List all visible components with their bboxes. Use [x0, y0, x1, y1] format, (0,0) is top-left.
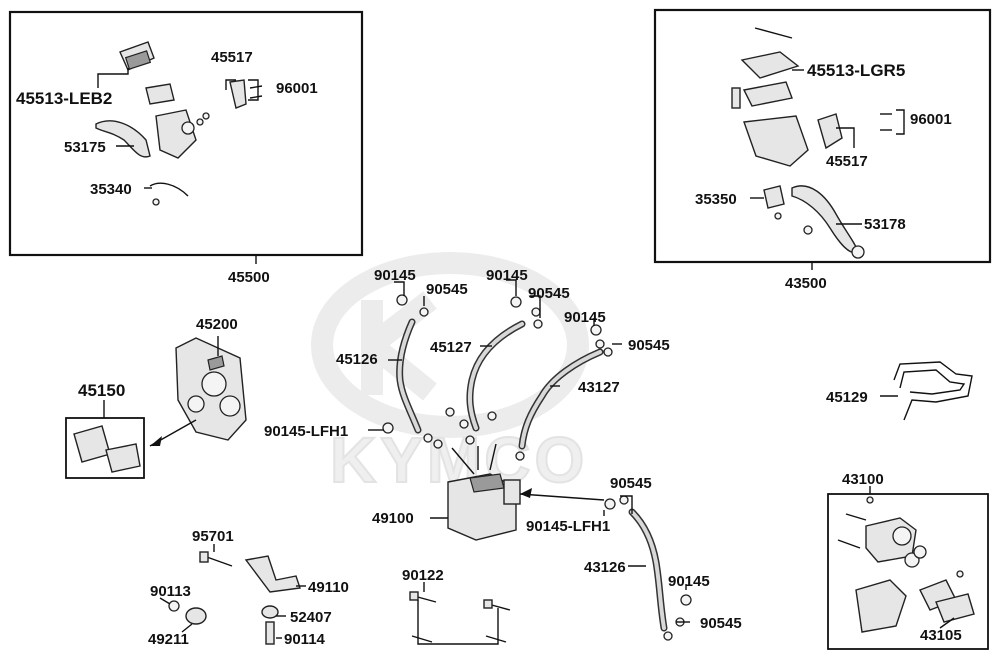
label-53175: 53175	[64, 139, 106, 156]
label-43100: 43100	[842, 471, 884, 488]
label-43126: 43126	[584, 559, 626, 576]
label-96001-right: 96001	[910, 111, 952, 128]
label-49211: 49211	[148, 631, 189, 648]
assembly-box-43500: 43500 45513-LGR5 96001 45517 35350 53178	[653, 8, 992, 292]
label-90545-c: 90545	[628, 337, 670, 354]
label-90114: 90114	[284, 631, 326, 648]
label-45200: 45200	[196, 316, 238, 333]
master-cylinder-right-parts	[731, 27, 892, 259]
label-90145-b: 90145	[486, 267, 528, 284]
rear-caliper-parts	[837, 496, 975, 633]
label-45127: 45127	[430, 339, 472, 356]
label-52407: 52407	[290, 609, 332, 626]
label-45126: 45126	[336, 351, 378, 368]
brake-hoses	[382, 294, 692, 641]
label-49110: 49110	[308, 579, 349, 596]
label-95701: 95701	[192, 528, 234, 545]
label-90545-e: 90545	[700, 615, 742, 632]
label-90145-lfh1-a: 90145-LFH1	[264, 423, 348, 440]
assembly-box-45500: 45500 45513-LEB2 45517 96001 53175 35340	[8, 10, 364, 286]
label-90145-d: 90145	[668, 573, 710, 590]
label-90145-c: 90145	[564, 309, 606, 326]
label-35340: 35340	[90, 181, 132, 198]
label-90113: 90113	[150, 583, 191, 600]
label-49100: 49100	[372, 510, 414, 527]
label-43105: 43105	[920, 627, 962, 644]
label-90122: 90122	[402, 567, 444, 584]
label-45150: 45150	[78, 381, 125, 400]
front-caliper-group: 45200 45150	[65, 316, 247, 479]
label-45517-left: 45517	[211, 49, 253, 66]
label-45513-lgr5: 45513-LGR5	[807, 61, 905, 80]
label-45513-leb2: 45513-LEB2	[16, 89, 112, 108]
label-35350: 35350	[695, 191, 737, 208]
label-43127: 43127	[578, 379, 620, 396]
abs-unit-49100: 49100	[372, 473, 605, 541]
label-43500: 43500	[785, 275, 827, 292]
label-45500: 45500	[228, 269, 270, 286]
label-53178: 53178	[864, 216, 906, 233]
bolts-90122: 90122	[402, 567, 511, 645]
assembly-box-43100: 43100 43105	[827, 471, 989, 650]
label-90545-b: 90545	[528, 285, 570, 302]
label-45517-right: 45517	[826, 153, 868, 170]
abs-mount-parts: 95701 49110 90113 52407 49211 90114	[148, 528, 349, 648]
label-96001-left: 96001	[276, 80, 318, 97]
label-90545-d: 90545	[610, 475, 652, 492]
bracket-45129: 45129	[826, 361, 973, 421]
label-90145-lfh1-b: 90145-LFH1	[526, 518, 610, 535]
label-90545-a: 90545	[426, 281, 468, 298]
label-90145-a: 90145	[374, 267, 416, 284]
label-45129: 45129	[826, 389, 868, 406]
master-cylinder-left-parts	[95, 41, 263, 206]
